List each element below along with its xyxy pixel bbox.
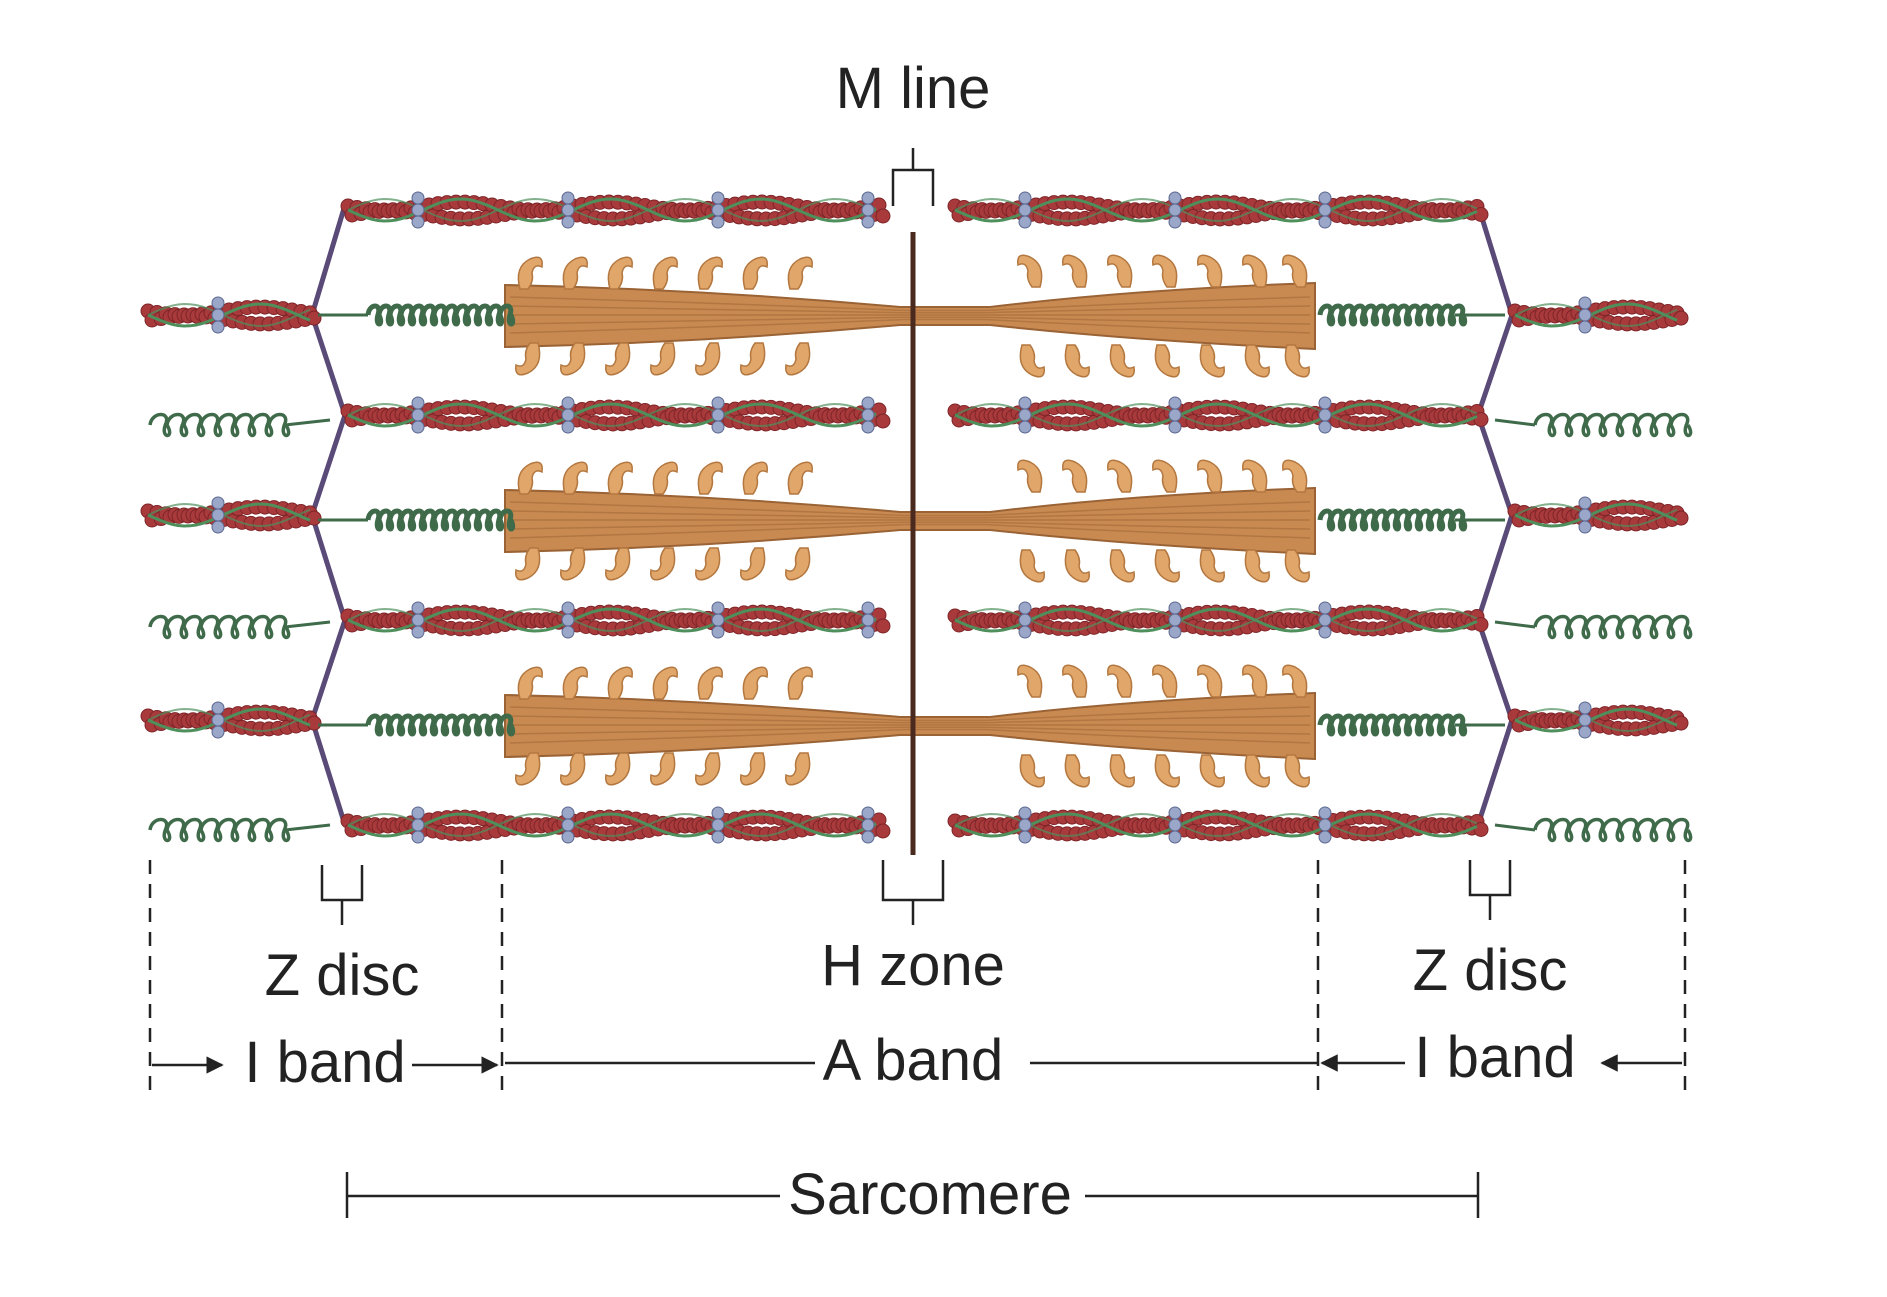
h-zone-label: H zone <box>821 933 1005 998</box>
outer-thin-filament-left-1 <box>140 296 322 334</box>
m-line-label: M line <box>836 56 991 121</box>
thin-filament-right-3 <box>947 601 1489 639</box>
m-line-bracket <box>891 148 935 206</box>
thin-filament-right-4 <box>947 806 1489 844</box>
outer-titin-left-2 <box>148 614 291 640</box>
h-zone-bracket <box>881 860 945 925</box>
annotations <box>148 148 1687 1218</box>
thin-filament-left-2 <box>340 396 891 434</box>
thick-filament-1-titin-right <box>1317 303 1468 327</box>
z-disc-left-label: Z disc <box>265 943 420 1008</box>
outer-titin-left-3 <box>148 817 291 843</box>
thick-filament-2-titin-right <box>1317 508 1468 532</box>
thick-filament-3-titin-left <box>365 713 516 737</box>
sarcomere-label: Sarcomere <box>788 1162 1072 1227</box>
i-band-right-label: I band <box>1414 1025 1575 1090</box>
thick-filament-1 <box>318 254 1505 378</box>
outer-thin-filament-left-3 <box>140 701 322 739</box>
thin-filament-left-4 <box>340 806 891 844</box>
thin-filament-left-3 <box>340 601 891 639</box>
thick-filament-3-titin-right <box>1317 713 1468 737</box>
outer-thin-filament-right-2 <box>1507 496 1689 534</box>
outer-titin-right-3 <box>1533 817 1693 843</box>
thick-filament-3 <box>318 664 1505 788</box>
thick-filament-2-titin-left <box>365 508 516 532</box>
outer-thin-filament-right-1 <box>1507 296 1689 334</box>
thin-filament-right-1 <box>947 191 1489 229</box>
thick-filament-1-titin-left <box>365 303 516 327</box>
z-disc-right-label: Z disc <box>1413 938 1568 1003</box>
outer-titin-left-1 <box>148 412 291 438</box>
outer-titin-right-2 <box>1533 614 1693 640</box>
z-disc-right-bracket <box>1468 860 1512 920</box>
a-band-label: A band <box>823 1028 1004 1093</box>
sarcomere-structure <box>140 191 1693 855</box>
z-disc-right <box>1475 204 1515 826</box>
outer-thin-filament-left-2 <box>140 496 322 534</box>
thick-filament-2 <box>318 459 1505 583</box>
outer-thin-filament-right-3 <box>1507 701 1689 739</box>
i-band-left-label: I band <box>244 1030 405 1095</box>
thin-filament-right-2 <box>947 396 1489 434</box>
thin-filament-left-1 <box>340 191 891 229</box>
z-disc-left-bracket <box>320 865 364 925</box>
outer-titin-right-1 <box>1533 412 1693 438</box>
